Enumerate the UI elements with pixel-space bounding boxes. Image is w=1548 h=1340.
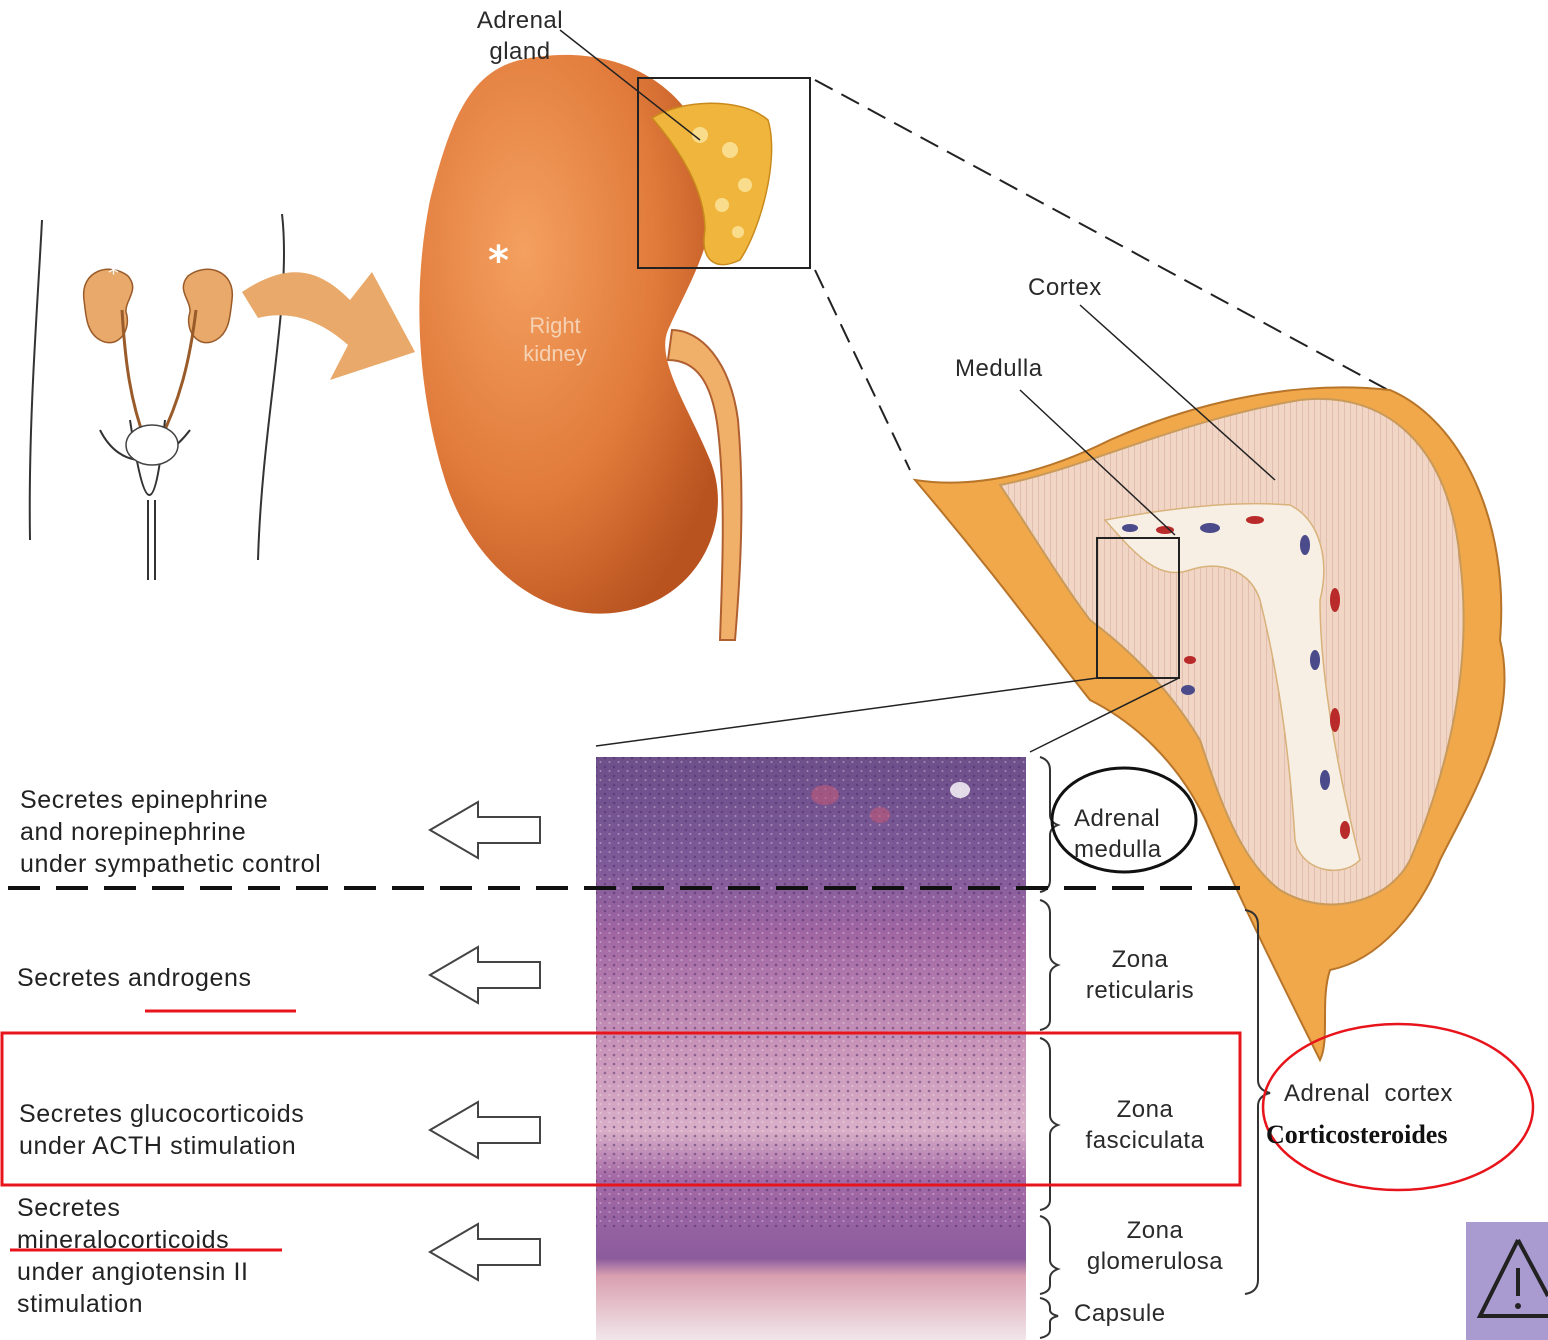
zona-fasciculata-label: Zona fasciculata bbox=[1070, 1094, 1220, 1156]
adrenal-gland-label: Adrenal gland bbox=[450, 5, 590, 67]
zona-reticularis-label: Zona reticularis bbox=[1070, 944, 1210, 1006]
cortex-label: Cortex bbox=[1028, 272, 1102, 303]
function-arrows bbox=[430, 802, 540, 1280]
adrenal-medulla-label: Adrenal medulla bbox=[1074, 803, 1162, 865]
body-asterisk: * bbox=[108, 262, 119, 287]
zona-glomerulosa-label: Zona glomerulosa bbox=[1070, 1215, 1240, 1277]
medulla-function-text: Secretes epinephrine and norepinephrine … bbox=[20, 784, 321, 880]
fasciculata-function-text: Secretes glucocorticoids under ACTH stim… bbox=[19, 1098, 304, 1162]
kidney-asterisk: * bbox=[488, 238, 509, 284]
right-kidney-label: Right kidney bbox=[495, 312, 615, 368]
warning-box bbox=[1466, 1222, 1548, 1340]
small-kidneys bbox=[84, 269, 233, 465]
big-arrow bbox=[242, 272, 415, 380]
corticosteroides-label: Corticosteroides bbox=[1266, 1120, 1447, 1150]
capsule-label: Capsule bbox=[1074, 1298, 1166, 1329]
glomerulosa-function-text: Secretes mineralocorticoids under angiot… bbox=[17, 1192, 249, 1320]
reticularis-function-text: Secretes androgens bbox=[17, 962, 252, 994]
medulla-label: Medulla bbox=[955, 353, 1043, 384]
body-silhouette bbox=[30, 214, 284, 580]
adrenal-cortex-label: Adrenal cortex bbox=[1284, 1078, 1453, 1109]
